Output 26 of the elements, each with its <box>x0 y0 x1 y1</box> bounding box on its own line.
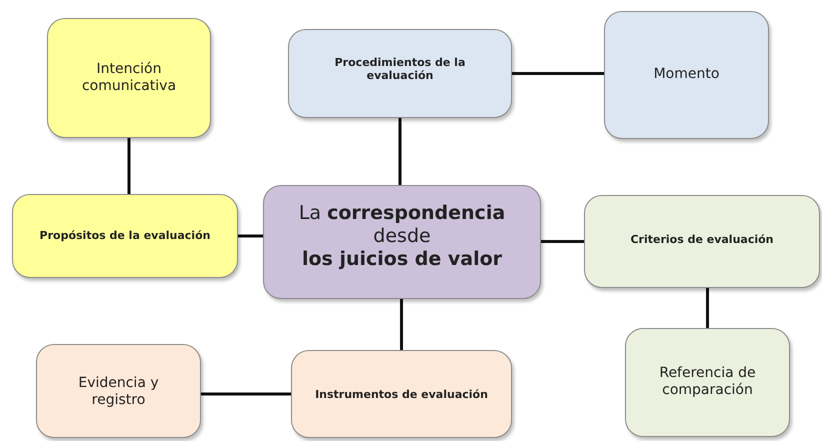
node-text: Criterios de evaluación <box>629 233 775 246</box>
connector-line <box>512 72 604 75</box>
topic-box <box>36 344 201 438</box>
topic-box <box>47 18 211 138</box>
connector-line <box>400 299 403 350</box>
node-text: Procedimientos de la evaluación <box>334 56 466 82</box>
topic-box <box>625 328 790 437</box>
connector-line <box>398 118 402 185</box>
node-text: Intención comunicativa <box>80 61 178 95</box>
topic-box <box>288 29 512 118</box>
node-text: Propósitos de la evaluación <box>38 229 212 242</box>
node-text: Instrumentos de evaluación <box>314 388 489 402</box>
topic-box <box>604 11 769 139</box>
topic-box <box>291 350 512 438</box>
connector-line <box>201 392 291 396</box>
node-text: Momento <box>652 66 720 83</box>
connector-line <box>128 138 130 194</box>
central-topic-box <box>263 185 541 299</box>
topic-box <box>584 195 820 288</box>
node-text: Evidencia y registro <box>77 375 160 409</box>
node-text: Referencia de comparación <box>658 365 757 399</box>
connector-line <box>238 234 263 238</box>
node-text: La correspondencia desde los juicios de valor <box>298 202 506 270</box>
connector-line <box>541 240 584 243</box>
connector-line <box>706 288 709 328</box>
topic-box <box>12 194 238 278</box>
